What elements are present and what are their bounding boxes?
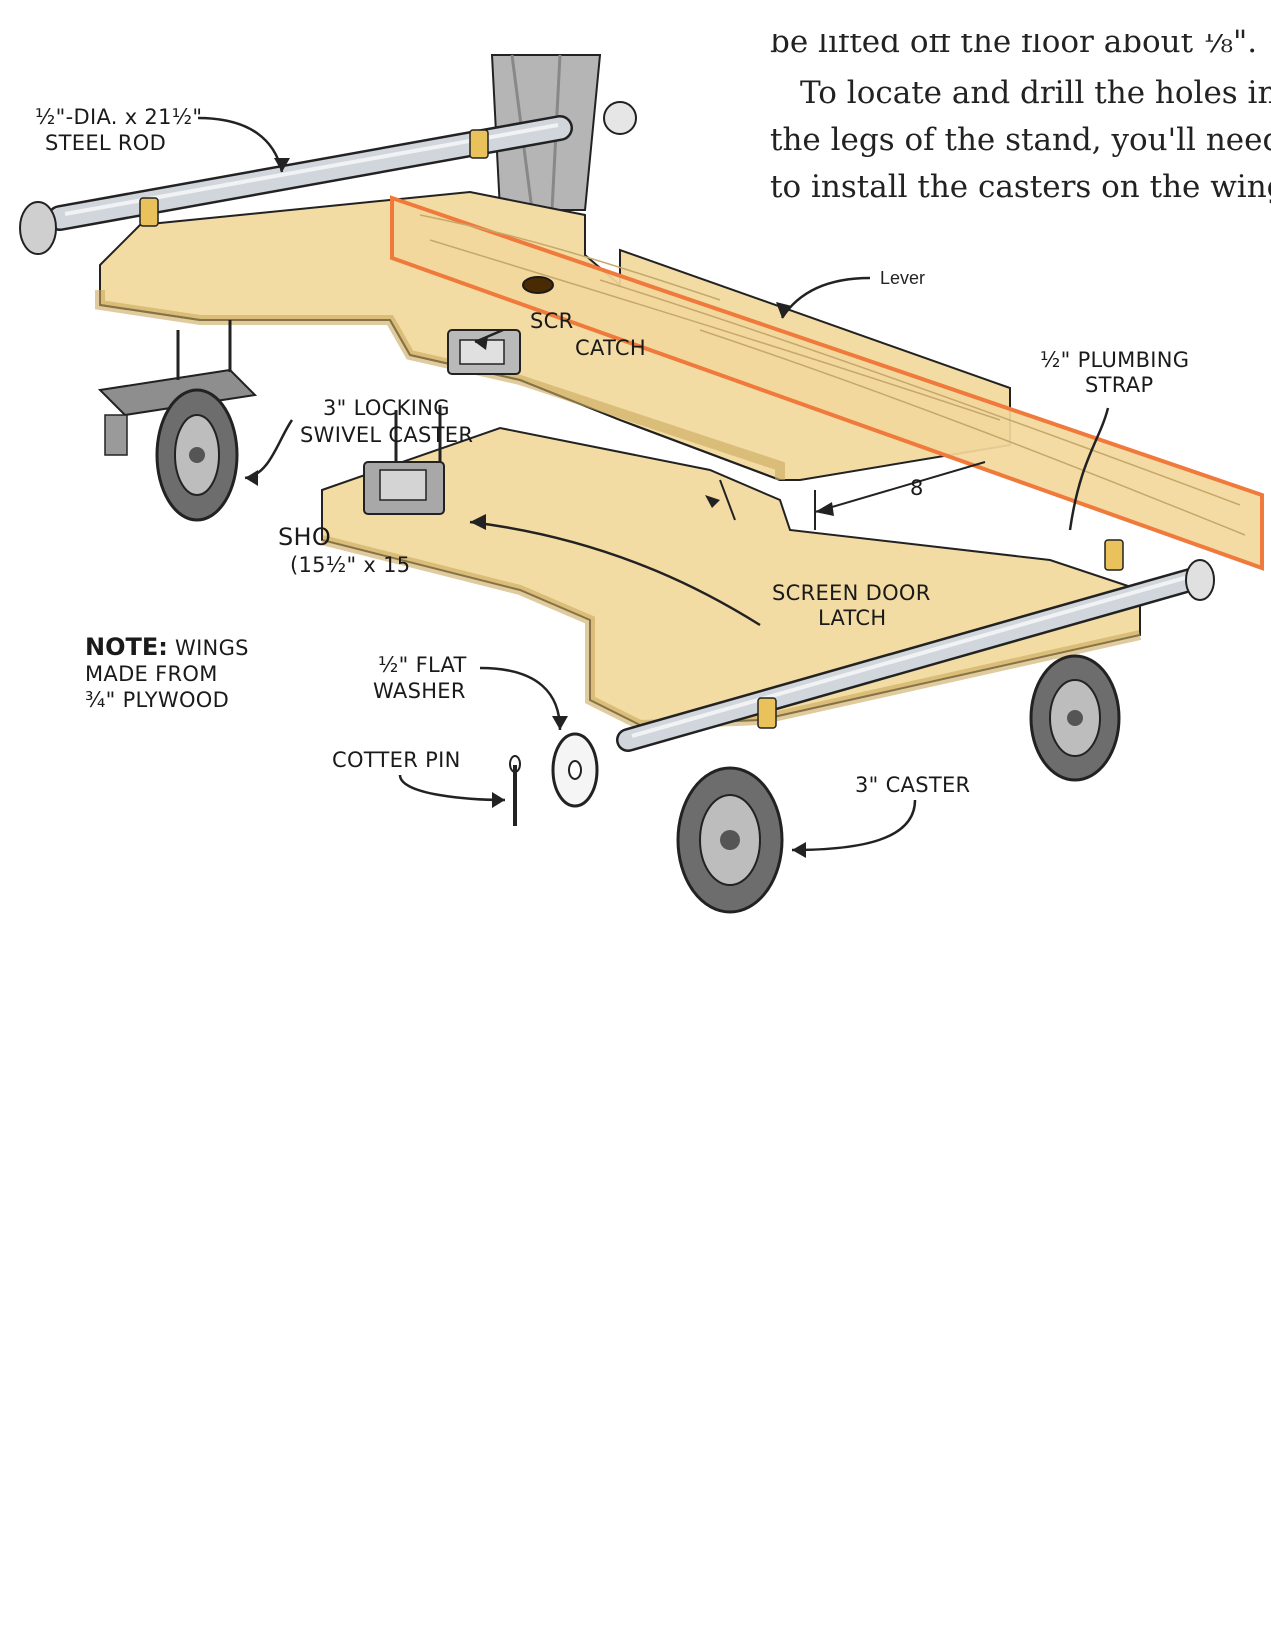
- lever-board: [390, 195, 1264, 571]
- label-screen-catch-2: CATCH: [575, 336, 646, 360]
- label-cotter-pin: COTTER PIN: [332, 748, 461, 772]
- caster-front: [676, 766, 784, 914]
- cut-mask: [760, 0, 1230, 34]
- label-shop-1: SHO: [278, 523, 331, 551]
- label-note-3: ¾" PLYWOOD: [85, 688, 229, 712]
- label-caster: 3" CASTER: [855, 773, 970, 797]
- cotter-pin: [509, 755, 521, 826]
- label-plumbing-strap-1: ½" PLUMBING: [1040, 348, 1189, 372]
- lever-pivot-hole: [522, 276, 554, 294]
- label-note-bold: NOTE:: [85, 633, 168, 661]
- article-line-2: the legs of the stand, you'll need: [770, 122, 1271, 158]
- screen-door-latch: [363, 405, 445, 515]
- rod-strap-4: [1104, 539, 1124, 571]
- article-line-3: to install the casters on the wings: [770, 169, 1271, 205]
- label-screen-door-latch-2: LATCH: [818, 606, 886, 630]
- article-line-1: To locate and drill the holes in: [800, 75, 1271, 111]
- rod-strap-1: [139, 197, 159, 227]
- label-screen-catch-1: SCR: [530, 309, 574, 333]
- leader-arrowheads: [245, 158, 806, 858]
- screen-catch: [447, 329, 521, 375]
- label-steel-rod-1: ½"-DIA. x 21½": [35, 105, 202, 129]
- label-locking-caster-1: 3" LOCKING: [323, 396, 450, 420]
- caster-rear: [1029, 654, 1121, 782]
- dimension-8: 8: [705, 461, 986, 530]
- rod-strap-3: [757, 697, 777, 729]
- rod-end-washer-lower: [1185, 559, 1215, 601]
- label-screen-door-latch-1: SCREEN DOOR: [772, 581, 931, 605]
- rod-end-washer: [19, 201, 57, 255]
- label-locking-caster-2: SWIVEL CASTER: [300, 423, 473, 447]
- flat-washer-hole: [568, 760, 582, 780]
- rod-strap-2: [469, 129, 489, 159]
- label-lever: Lever: [880, 268, 925, 288]
- label-flat-washer-2: WASHER: [373, 679, 466, 703]
- label-steel-rod-2: STEEL ROD: [45, 131, 166, 155]
- steel-rod-upper: [19, 101, 637, 255]
- label-plumbing-strap-2: STRAP: [1085, 373, 1153, 397]
- label-shop-2: (15½" x 15: [290, 553, 410, 577]
- locking-swivel-caster-upper: [97, 320, 258, 522]
- rod-end-washer-right: [603, 101, 637, 135]
- label-flat-washer-1: ½" FLAT: [378, 653, 467, 677]
- label-note-2: MADE FROM: [85, 662, 218, 686]
- label-note-1: WINGS: [175, 636, 249, 660]
- dimension-label: 8: [910, 476, 924, 500]
- steel-rod-lower: [616, 539, 1215, 752]
